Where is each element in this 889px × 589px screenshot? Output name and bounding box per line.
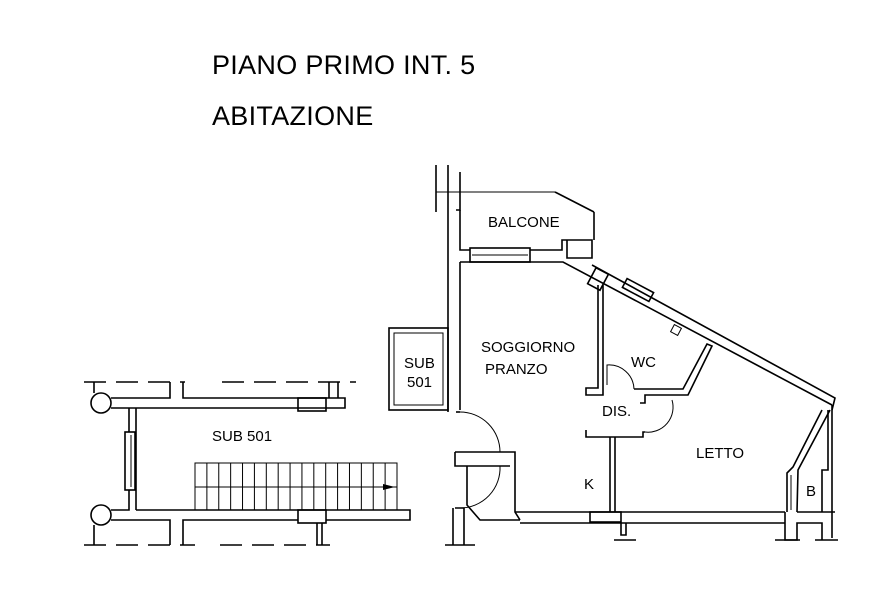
- room-label-pranzo: PRANZO: [485, 361, 548, 378]
- room-label-b: B: [806, 483, 816, 500]
- plan-subtitle: ABITAZIONE: [212, 101, 374, 131]
- plan-title: PIANO PRIMO INT. 5: [212, 50, 476, 80]
- column-icon: [90, 504, 112, 526]
- room-label-dis: DIS.: [602, 403, 631, 420]
- room-label-sub-small-2: 501: [407, 374, 432, 391]
- room-label-letto: LETTO: [696, 445, 744, 462]
- column-icon: [90, 392, 112, 414]
- sub-501-walls: [84, 381, 411, 546]
- staircase: [194, 462, 398, 511]
- stair-direction-arrow-icon: [383, 484, 395, 490]
- room-label-k: K: [584, 476, 594, 493]
- room-label-wc: WC: [631, 354, 656, 371]
- room-label-soggiorno: SOGGIORNO: [481, 339, 575, 356]
- room-label-sub-large: SUB 501: [212, 428, 272, 445]
- room-label-sub-small-1: SUB: [404, 355, 435, 372]
- room-label-balcone: BALCONE: [488, 214, 560, 231]
- apartment-walls: [388, 165, 838, 546]
